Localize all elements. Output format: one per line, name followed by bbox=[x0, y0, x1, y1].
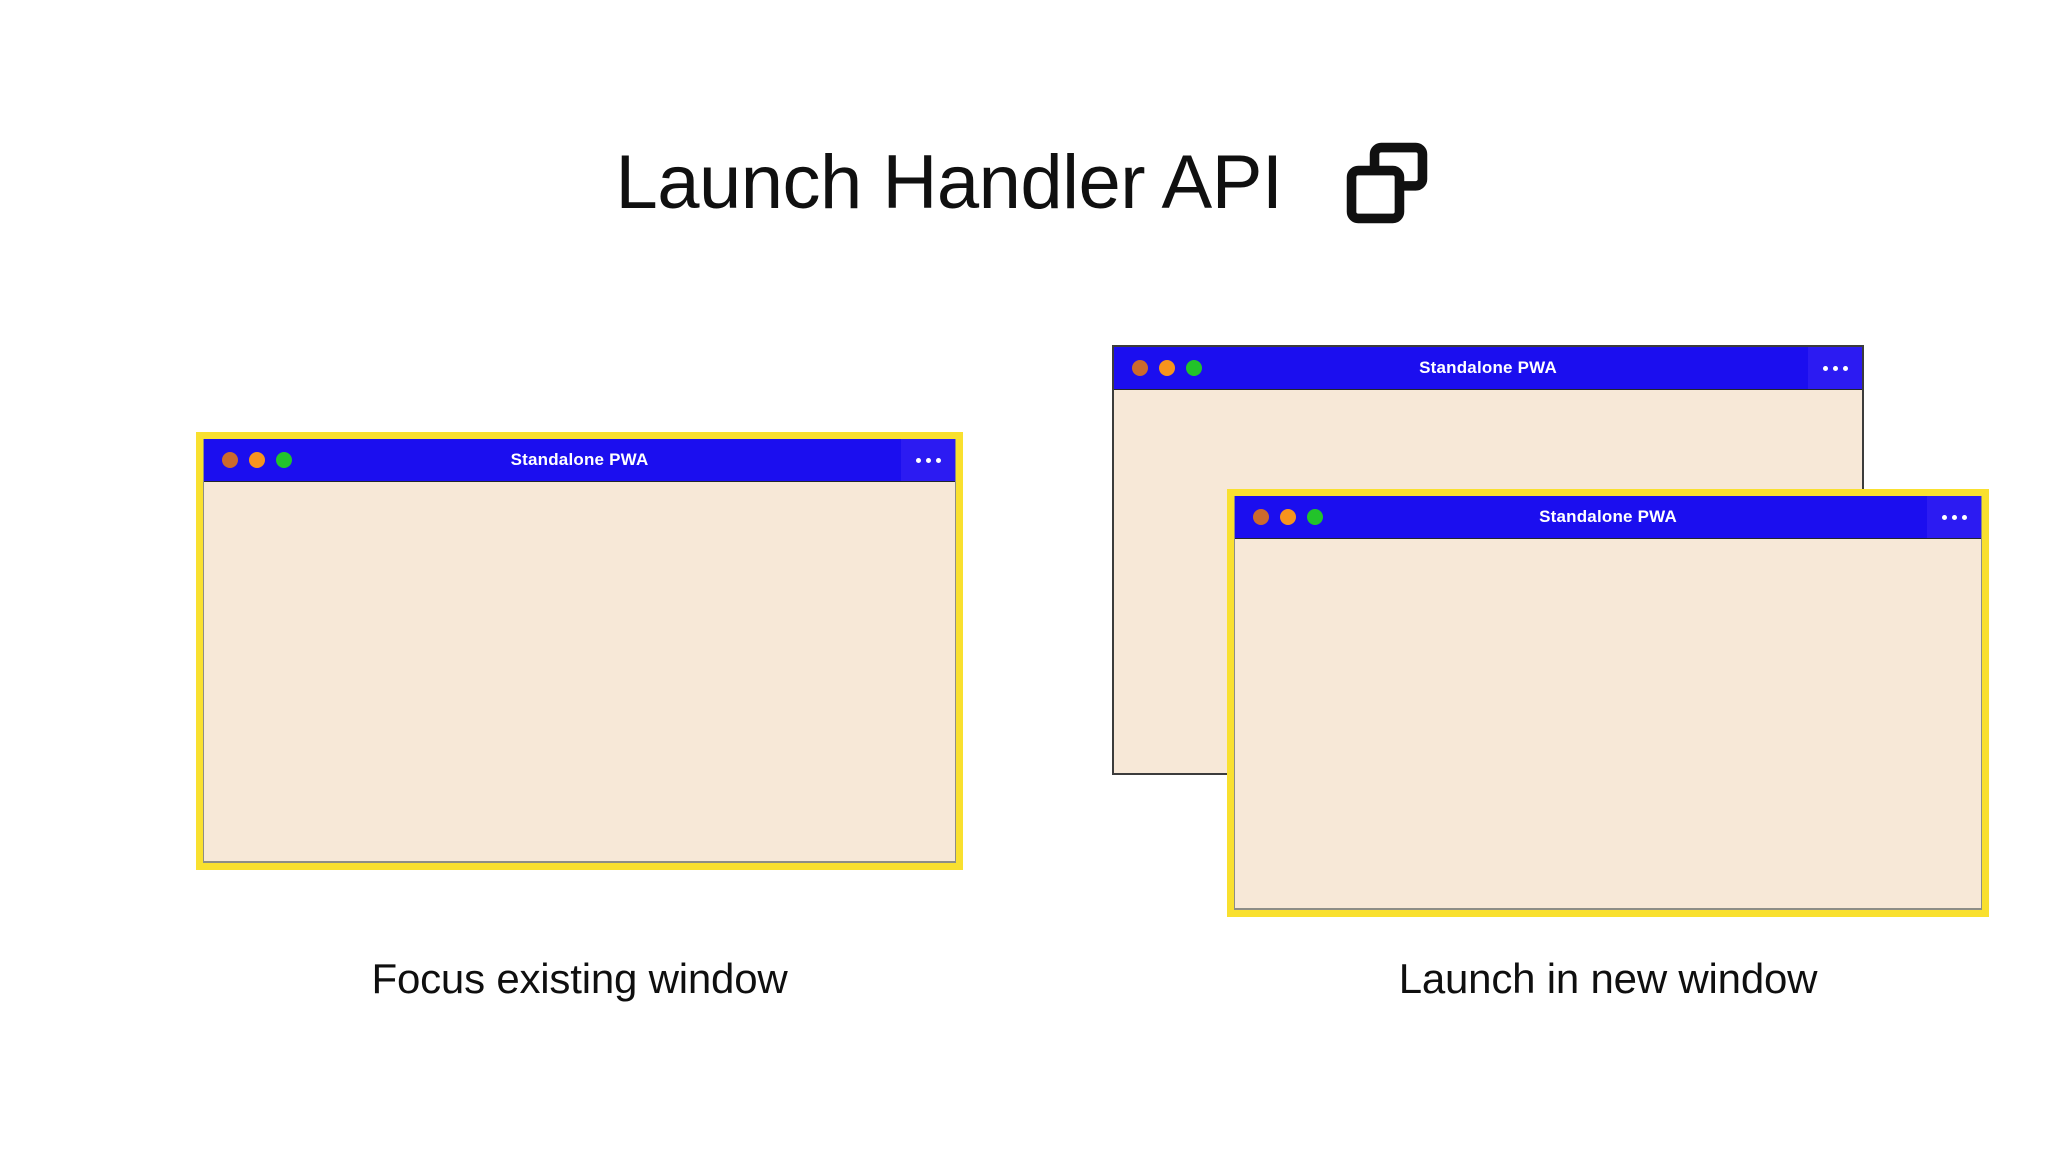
window-frame: Standalone PWA bbox=[1234, 496, 1982, 910]
menu-dot-icon bbox=[925, 457, 931, 463]
minimize-button-icon[interactable] bbox=[1280, 509, 1296, 525]
menu-dot-icon bbox=[1842, 365, 1848, 371]
menu-dot-icon bbox=[1832, 365, 1838, 371]
overflow-menu-button[interactable] bbox=[1927, 496, 1981, 538]
window-title: Standalone PWA bbox=[1539, 507, 1677, 526]
window-content-area bbox=[204, 482, 955, 861]
pwa-window-focused-front[interactable]: Standalone PWA bbox=[1227, 489, 1989, 917]
two-overlapping-windows-icon bbox=[1341, 137, 1433, 229]
window-titlebar[interactable]: Standalone PWA bbox=[1235, 496, 1981, 539]
window-title: Standalone PWA bbox=[510, 450, 649, 469]
menu-dot-icon bbox=[1941, 514, 1947, 520]
traffic-lights bbox=[204, 452, 292, 468]
traffic-lights bbox=[1114, 360, 1202, 376]
menu-dot-icon bbox=[935, 457, 941, 463]
menu-dot-icon bbox=[1951, 514, 1957, 520]
caption-focus-existing-window: Focus existing window bbox=[371, 955, 788, 1002]
maximize-button-icon[interactable] bbox=[1307, 509, 1323, 525]
window-frame: Standalone PWA bbox=[203, 439, 956, 863]
traffic-lights bbox=[1235, 509, 1323, 525]
menu-dot-icon bbox=[1822, 365, 1828, 371]
window-content-area bbox=[1235, 539, 1981, 908]
minimize-button-icon[interactable] bbox=[249, 452, 265, 468]
menu-dot-icon bbox=[1961, 514, 1967, 520]
close-button-icon[interactable] bbox=[1132, 360, 1148, 376]
page-header: Launch Handler API bbox=[0, 118, 2048, 248]
caption-launch-in-new-window: Launch in new window bbox=[1398, 955, 1818, 1002]
close-button-icon[interactable] bbox=[1253, 509, 1269, 525]
menu-dot-icon bbox=[915, 457, 921, 463]
window-titlebar[interactable]: Standalone PWA bbox=[204, 439, 955, 482]
window-titlebar[interactable]: Standalone PWA bbox=[1114, 347, 1862, 390]
overflow-menu-button[interactable] bbox=[1808, 347, 1862, 389]
close-button-icon[interactable] bbox=[222, 452, 238, 468]
maximize-button-icon[interactable] bbox=[1186, 360, 1202, 376]
maximize-button-icon[interactable] bbox=[276, 452, 292, 468]
pwa-window-focused-left[interactable]: Standalone PWA bbox=[196, 432, 963, 870]
overflow-menu-button[interactable] bbox=[901, 439, 955, 481]
page-title: Launch Handler API bbox=[615, 140, 1283, 225]
window-title: Standalone PWA bbox=[1419, 358, 1557, 377]
minimize-button-icon[interactable] bbox=[1159, 360, 1175, 376]
